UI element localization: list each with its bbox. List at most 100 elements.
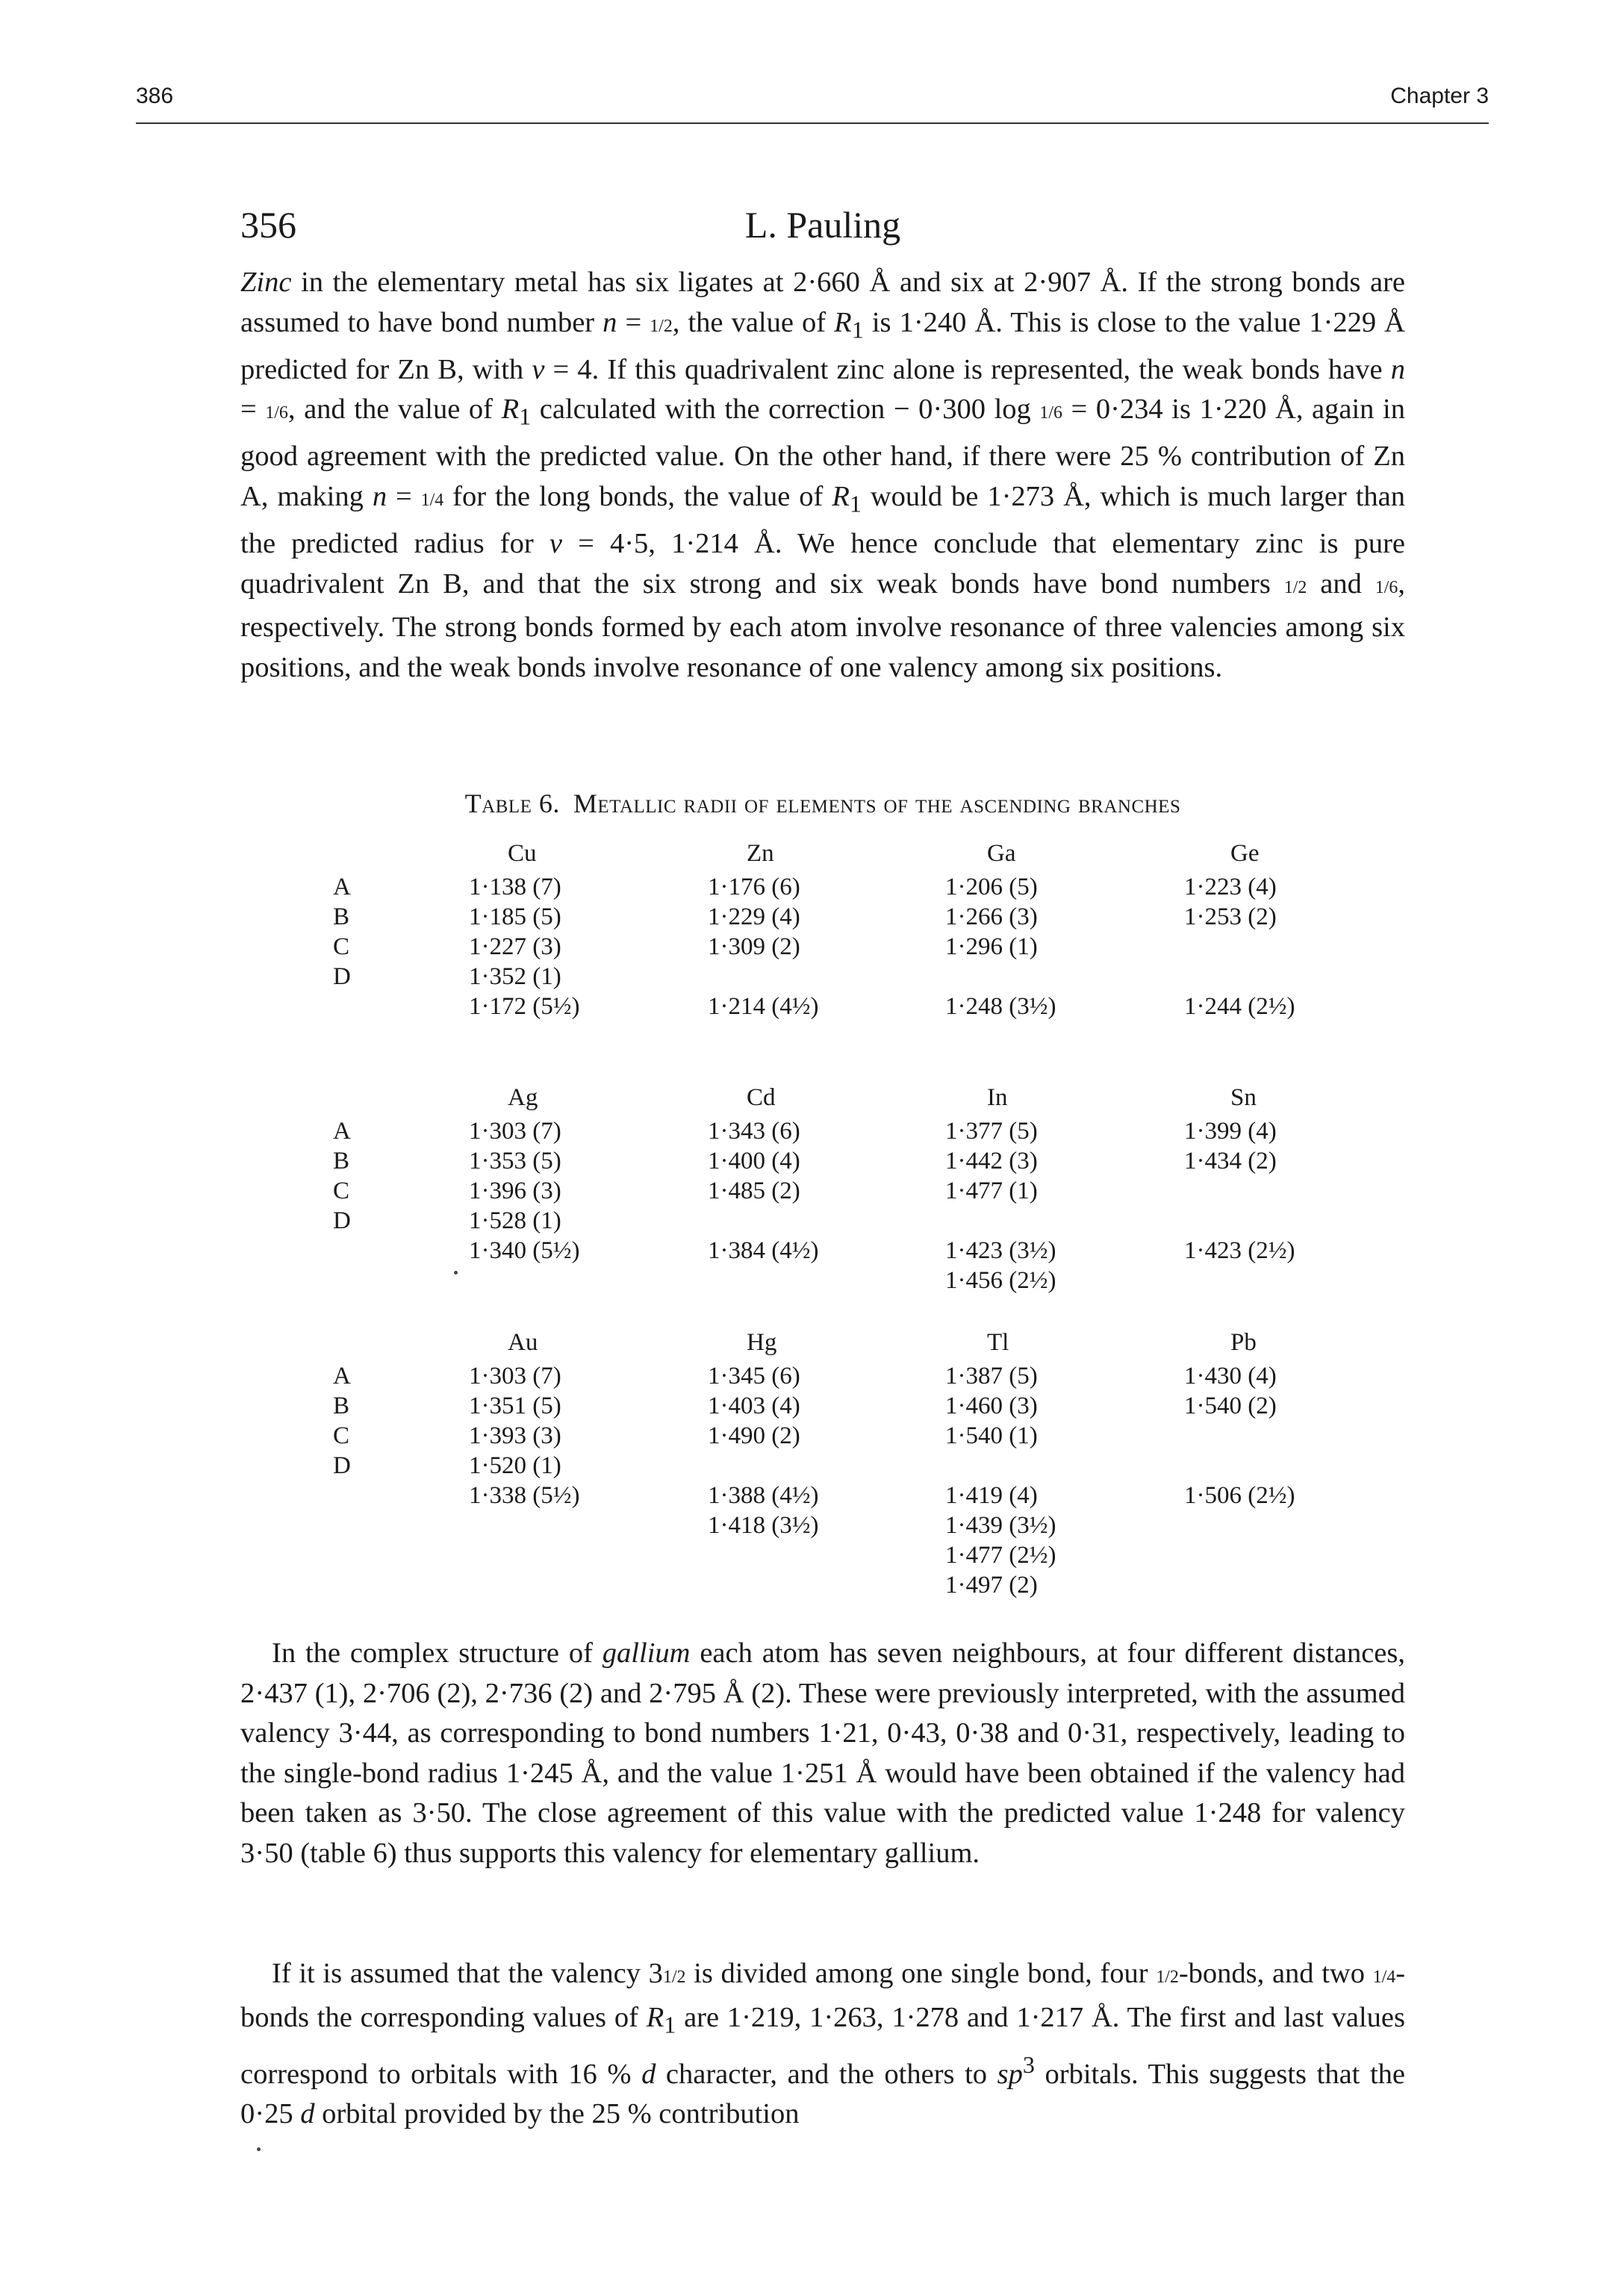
table-cell: 1·490 (2) [708, 1422, 800, 1449]
text-run: sp [997, 2058, 1023, 2090]
table-cell: 1·353 (5) [469, 1148, 561, 1175]
table-cell: 1·229 (4) [708, 903, 800, 930]
fraction: 1/2 [1283, 577, 1307, 597]
table-column-header: Sn [1230, 1084, 1257, 1111]
table-cell: 1·485 (2) [708, 1177, 800, 1204]
table-cell: 1·423 (2½) [1184, 1237, 1295, 1264]
table-cell: 1·460 (3) [945, 1393, 1038, 1419]
stray-dot [454, 1271, 458, 1275]
table-cell: 1·227 (3) [469, 933, 561, 960]
subscript: 1 [519, 402, 532, 430]
table-cell: 1·403 (4) [708, 1393, 800, 1419]
table-cell: 1·214 (4½) [708, 993, 819, 1020]
table-row-label: D [333, 963, 351, 990]
table-column-header: Ge [1230, 840, 1260, 867]
table-cell: 1·400 (4) [708, 1148, 800, 1175]
table-cell: 1·399 (4) [1184, 1118, 1277, 1145]
running-head-page-number: 386 [136, 84, 174, 108]
text-run: for the long bonds, the value of [443, 480, 832, 512]
table-cell: 1·442 (3) [945, 1148, 1038, 1175]
text-run: v [549, 528, 562, 560]
text-run: gallium [602, 1637, 691, 1669]
table-cell: 1·223 (4) [1184, 874, 1277, 900]
text-run: Zinc [240, 267, 292, 298]
table-cell: 1·303 (7) [469, 1118, 561, 1145]
text-run: character, and the others to [656, 2058, 997, 2090]
table-row-label: B [333, 1148, 350, 1175]
text-run: would be 1·273 Å, which is much larger t… [240, 480, 1405, 560]
table-column-header: Ag [508, 1084, 538, 1111]
table-caption: Table 6. Metallic radii of elements of t… [240, 788, 1405, 819]
table-cell: 1·434 (2) [1184, 1148, 1277, 1175]
text-run: calculated with the correction − 0·300 l… [531, 393, 1040, 426]
table-cell: 1·206 (5) [945, 874, 1038, 900]
text-run: = [617, 306, 650, 338]
table-column-header: Cu [508, 840, 537, 867]
text-run: n [1390, 353, 1405, 385]
fraction: 1/4 [420, 490, 444, 510]
table-cell: 1·303 (7) [469, 1363, 561, 1390]
table-cell: 1·377 (5) [945, 1118, 1038, 1145]
table-cell: 1·266 (3) [945, 903, 1038, 930]
fraction: 1/4 [1372, 1967, 1396, 1987]
text-run: d [300, 2098, 315, 2130]
table-cell: 1·456 (2½) [945, 1267, 1056, 1294]
table-cell: 1·506 (2½) [1184, 1482, 1295, 1509]
fraction: 1/2 [650, 316, 673, 336]
fraction: 1/2 [662, 1967, 686, 1987]
table-cell: 1·352 (1) [469, 963, 561, 990]
table-cell: 1·477 (2½) [945, 1542, 1056, 1569]
table-cell: 1·419 (4) [945, 1482, 1038, 1509]
table-column-header: Au [508, 1329, 538, 1356]
table-cell: 1·520 (1) [469, 1452, 561, 1479]
text-run: -bonds the corresponding values of [240, 1958, 1406, 2033]
table-row-label: B [333, 903, 350, 930]
table-cell: 1·396 (3) [469, 1177, 561, 1204]
table-cell: 1·423 (3½) [945, 1237, 1056, 1264]
table-cell: 1·439 (3½) [945, 1512, 1056, 1539]
text-run: d [641, 2058, 656, 2090]
table-row-label: A [333, 874, 351, 900]
stray-dot [257, 2147, 261, 2151]
running-head: 386 Chapter 3 [136, 84, 1489, 109]
table-row-label: D [333, 1452, 351, 1479]
table-cell: 1·253 (2) [1184, 903, 1277, 930]
text-run: R [501, 393, 520, 426]
fraction: 1/6 [265, 403, 288, 423]
table-row-label: B [333, 1393, 350, 1419]
text-run: and [1307, 567, 1375, 600]
text-run: = [387, 480, 421, 512]
table-row-label: C [333, 1177, 350, 1204]
running-head-chapter: Chapter 3 [1390, 84, 1489, 108]
superscript: 3 [1022, 2050, 1035, 2078]
table-cell: 1·477 (1) [945, 1177, 1038, 1204]
table-cell: 1·345 (6) [708, 1363, 800, 1390]
table-cell: 1·340 (5½) [469, 1237, 580, 1264]
text-run: If it is assumed that the valency 3 [272, 1958, 663, 1989]
author-name: L. Pauling [744, 204, 901, 246]
table-column-header: Cd [747, 1084, 776, 1111]
table-cell: 1·393 (3) [469, 1422, 561, 1449]
paragraph-gallium: In the complex structure of gallium each… [240, 1634, 1405, 1873]
table-column-header: Hg [747, 1329, 777, 1356]
text-run: in the elementary metal has six ligates … [240, 267, 1405, 338]
table-row-label: A [333, 1363, 351, 1390]
table-cell: 1·351 (5) [469, 1393, 561, 1419]
table-cell: 1·343 (6) [708, 1118, 800, 1145]
paragraph-valency: If it is assumed that the valency 31/2 i… [240, 1954, 1405, 2135]
fraction: 1/2 [1156, 1967, 1179, 1987]
fraction: 1/6 [1375, 577, 1398, 597]
table-cell: 1·497 (2) [945, 1572, 1038, 1599]
text-run: In the complex structure of [272, 1637, 603, 1669]
text-run: -bonds, and two [1178, 1958, 1373, 1989]
page-number: 356 [240, 204, 296, 246]
table-row-label: C [333, 933, 350, 960]
subscript: 1 [851, 316, 864, 343]
text-run: , the value of [672, 306, 835, 338]
table-column-header: Ga [987, 840, 1016, 867]
table-caption-label: Table 6. [464, 788, 560, 818]
fraction: 1/6 [1039, 403, 1062, 423]
table-cell: 1·138 (7) [469, 874, 561, 900]
header-rule [136, 122, 1489, 124]
text-run: R [832, 480, 850, 512]
